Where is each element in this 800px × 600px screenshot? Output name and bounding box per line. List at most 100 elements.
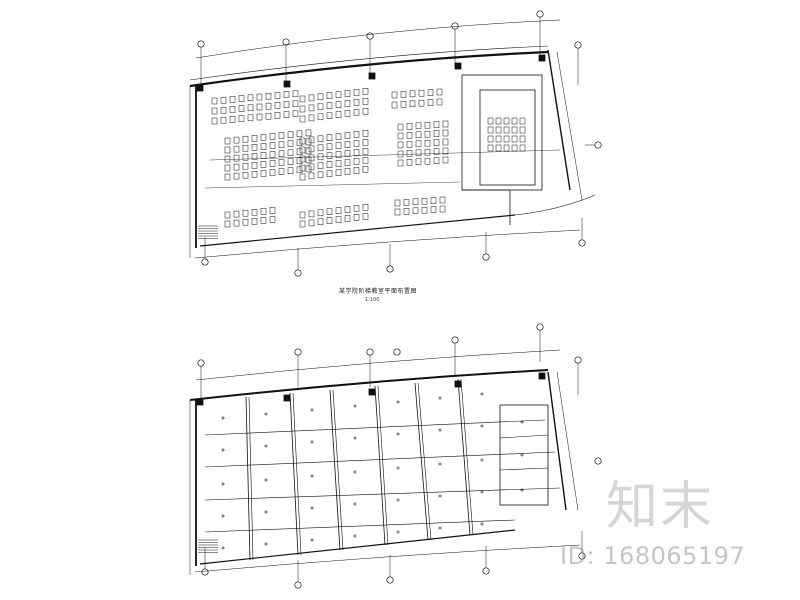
auditorium-seat	[353, 205, 360, 212]
auditorium-seat	[278, 168, 285, 175]
dimension-arc-top	[195, 19, 561, 59]
auditorium-seat	[344, 206, 351, 213]
auditorium-seat	[317, 144, 324, 152]
auditorium-seat	[326, 161, 333, 168]
auditorium-seat	[269, 160, 276, 167]
ceiling-beam	[289, 392, 299, 556]
auditorium-seat	[292, 100, 299, 108]
auditorium-seat	[353, 131, 360, 138]
auditorium-seat	[242, 153, 249, 161]
auditorium-seat	[362, 98, 369, 105]
auditorium-seat	[269, 216, 276, 223]
auditorium-seat	[296, 139, 303, 147]
auditorium-seat	[211, 97, 218, 105]
auditorium-seat	[308, 114, 315, 122]
auditorium-seat	[335, 151, 342, 158]
auditorium-seat	[415, 122, 422, 130]
auditorium-seat	[308, 154, 315, 162]
auditorium-seat	[442, 147, 449, 155]
auditorium-seat	[415, 158, 422, 166]
ceiling-beam	[377, 385, 389, 546]
auditorium-seat	[287, 140, 294, 147]
auditorium-seat	[362, 204, 369, 211]
auditorium-seat	[220, 116, 227, 124]
section-line	[209, 149, 561, 161]
auditorium-seat	[296, 157, 303, 165]
auditorium-seat	[335, 207, 342, 214]
auditorium-seat	[308, 136, 315, 144]
auditorium-seat	[224, 164, 231, 172]
auditorium-seat	[421, 206, 428, 214]
ceiling-grid-line	[204, 487, 561, 501]
auditorium-seat	[394, 199, 401, 207]
auditorium-seat	[409, 100, 416, 108]
auditorium-seat	[224, 137, 231, 145]
auditorium-seat	[495, 126, 502, 134]
right-wall	[547, 371, 567, 511]
auditorium-seat	[418, 89, 425, 97]
auditorium-seat	[305, 156, 312, 164]
auditorium-seat	[495, 144, 502, 152]
auditorium-seat	[353, 214, 360, 221]
auditorium-seat	[397, 150, 404, 158]
auditorium-seat	[224, 220, 231, 228]
structural-column	[368, 388, 376, 396]
auditorium-seat	[326, 112, 333, 119]
auditorium-seat	[519, 117, 526, 125]
structural-column	[196, 398, 204, 406]
auditorium-seat	[406, 123, 413, 130]
auditorium-seat	[391, 91, 398, 99]
auditorium-seat	[519, 144, 526, 152]
auditorium-seat	[238, 105, 245, 112]
grid-axis-bubble	[197, 40, 205, 48]
auditorium-seat	[305, 129, 312, 137]
stage-inner	[479, 89, 536, 186]
auditorium-seat	[326, 92, 333, 99]
auditorium-seat	[442, 120, 449, 128]
ceiling-beam	[332, 389, 344, 551]
auditorium-seat	[495, 117, 502, 125]
auditorium-seat	[265, 102, 272, 110]
grid-axis-bubble	[482, 253, 490, 261]
auditorium-seat	[403, 199, 410, 206]
auditorium-seat	[344, 110, 351, 117]
auditorium-seat	[335, 142, 342, 149]
upper-plan-scale: 1:100	[365, 297, 380, 303]
auditorium-seat	[335, 111, 342, 118]
auditorium-seat	[326, 152, 333, 159]
auditorium-seat	[247, 114, 254, 122]
auditorium-seat	[299, 146, 306, 154]
auditorium-seat	[242, 171, 249, 179]
auditorium-seat	[224, 146, 231, 154]
auditorium-seat	[269, 142, 276, 149]
auditorium-seat	[238, 95, 245, 102]
auditorium-seat	[247, 104, 254, 112]
grid-axis-bubble	[574, 41, 582, 49]
auditorium-seat	[251, 218, 258, 225]
auditorium-seat	[287, 131, 294, 138]
auditorium-seat	[335, 216, 342, 223]
auditorium-seat	[424, 121, 431, 129]
auditorium-seat	[427, 89, 434, 96]
grid-axis-bubble	[386, 265, 394, 273]
auditorium-seat	[299, 155, 306, 163]
auditorium-seat	[406, 150, 413, 157]
auditorium-seat	[299, 173, 306, 181]
auditorium-seat	[362, 108, 369, 115]
auditorium-seat	[436, 88, 443, 96]
auditorium-seat	[362, 139, 369, 146]
auditorium-seat	[397, 123, 404, 131]
auditorium-seat	[424, 139, 431, 147]
auditorium-seat	[251, 171, 258, 178]
auditorium-seat	[299, 115, 306, 123]
auditorium-seat	[415, 140, 422, 148]
auditorium-seat	[260, 152, 267, 159]
auditorium-seat	[265, 112, 272, 120]
grid-axis-bubble	[294, 348, 302, 356]
lower-floor-plan-ceiling-grid	[189, 323, 602, 589]
auditorium-seat	[269, 151, 276, 158]
auditorium-seat	[519, 126, 526, 134]
auditorium-seat	[353, 158, 360, 165]
auditorium-seat	[242, 209, 249, 217]
auditorium-seat	[305, 147, 312, 155]
